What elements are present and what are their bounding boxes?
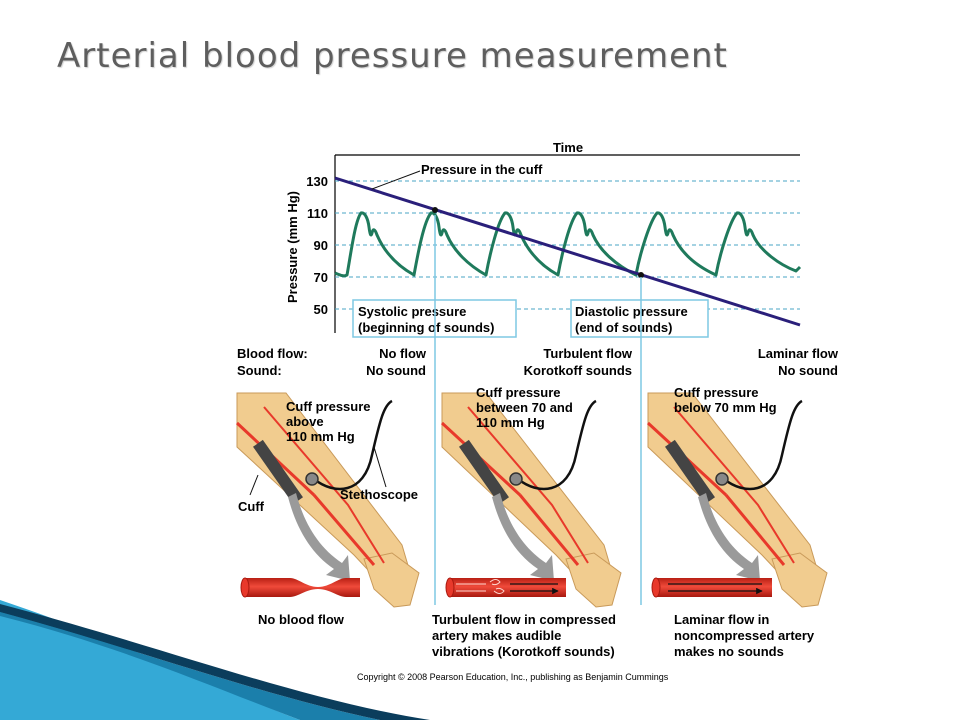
caption-laminar-line3: makes no sounds — [674, 644, 784, 659]
cuff-pressure-1-line1: Cuff pressure — [286, 399, 371, 414]
cuff-pressure-2-line2: between 70 and — [476, 400, 573, 415]
cuff-pressure-line — [334, 176, 801, 327]
systolic-sub-label: (beginning of sounds) — [358, 320, 494, 335]
y-tick-labels: 130 110 90 70 50 — [306, 174, 328, 317]
cuff-pressure-3-line2: below 70 mm Hg — [674, 400, 777, 415]
blood-flow-key: Blood flow: — [237, 346, 308, 361]
y-tick-70: 70 — [314, 270, 328, 285]
slide-title: Arterial blood pressure measurement — [57, 36, 728, 76]
copyright-notice: Copyright © 2008 Pearson Education, Inc.… — [357, 672, 669, 682]
stethoscope-head-1 — [305, 472, 319, 486]
panel3-sound: No sound — [778, 363, 838, 378]
y-tick-50: 50 — [314, 302, 328, 317]
arm-illustration-3 — [646, 392, 828, 608]
cuff-line-label: Pressure in the cuff — [421, 162, 543, 177]
bp-diagram: Time Pressure (mm Hg) 130 110 90 70 50 P… — [224, 135, 849, 695]
arm-illustration-1 — [235, 392, 420, 608]
stethoscope-2 — [509, 399, 597, 491]
flow-arrow-2 — [492, 493, 554, 581]
status-rows: Blood flow: Sound: No flow No sound Turb… — [237, 346, 839, 378]
stethoscope-leader — [373, 446, 387, 488]
panel2-flow: Turbulent flow — [543, 346, 632, 361]
caption-turbulent-line2: artery makes audible — [432, 628, 561, 643]
panel2-sound: Korotkoff sounds — [524, 363, 632, 378]
flow-arrow-1 — [288, 493, 350, 581]
pressure-graph: Time Pressure (mm Hg) 130 110 90 70 50 P… — [285, 140, 802, 338]
caption-laminar-line2: noncompressed artery — [674, 628, 815, 643]
time-label: Time — [553, 140, 583, 155]
y-axis-label: Pressure (mm Hg) — [285, 191, 300, 303]
stethoscope-1 — [305, 399, 393, 491]
artery-turbulent — [445, 577, 566, 597]
stethoscope-head-3 — [715, 472, 729, 486]
cuff-pressure-2-line3: 110 mm Hg — [476, 415, 545, 430]
bp-figure-svg: Time Pressure (mm Hg) 130 110 90 70 50 P… — [235, 140, 839, 682]
panel-turbulent-flow: Cuff pressure between 70 and 110 mm Hg T… — [432, 385, 622, 659]
artery-laminar — [651, 577, 772, 597]
cuff-pressure-2-line1: Cuff pressure — [476, 385, 561, 400]
stethoscope-head-2 — [509, 472, 523, 486]
panel-no-flow: Cuff pressure above 110 mm Hg Stethoscop… — [235, 392, 420, 627]
cuff-line-leader — [371, 170, 421, 190]
caption-laminar-line1: Laminar flow in — [674, 612, 769, 627]
artery-collapsed — [240, 577, 360, 598]
caption-no-blood-flow: No blood flow — [258, 612, 345, 627]
panel-laminar-flow: Cuff pressure below 70 mm Hg Laminar flo… — [646, 385, 828, 659]
diastolic-point — [638, 272, 644, 278]
stethoscope-3 — [715, 399, 803, 491]
arm-illustration-2 — [440, 392, 622, 608]
flow-arrow-3 — [698, 493, 760, 581]
cuff-label: Cuff — [238, 499, 265, 514]
caption-turbulent-line1: Turbulent flow in compressed — [432, 612, 616, 627]
arterial-pressure-wave — [334, 211, 802, 278]
y-tick-130: 130 — [306, 174, 328, 189]
cuff-pressure-1-line2: above — [286, 414, 324, 429]
stethoscope-label: Stethoscope — [340, 487, 418, 502]
cuff-leader — [249, 474, 259, 496]
cuff-pressure-3-line1: Cuff pressure — [674, 385, 759, 400]
diastolic-box — [570, 299, 709, 338]
y-tick-110: 110 — [307, 206, 328, 221]
cuff-pressure-1-line3: 110 mm Hg — [286, 429, 355, 444]
y-tick-90: 90 — [314, 238, 328, 253]
systolic-label: Systolic pressure — [358, 304, 466, 319]
panel1-sound: No sound — [366, 363, 426, 378]
panel-dividers — [434, 215, 642, 605]
diastolic-label: Diastolic pressure — [575, 304, 688, 319]
diastolic-sub-label: (end of sounds) — [575, 320, 673, 335]
caption-turbulent-line3: vibrations (Korotkoff sounds) — [432, 644, 615, 659]
panel3-flow: Laminar flow — [758, 346, 839, 361]
systolic-point — [432, 207, 438, 213]
panel1-flow: No flow — [379, 346, 427, 361]
sound-key: Sound: — [237, 363, 282, 378]
